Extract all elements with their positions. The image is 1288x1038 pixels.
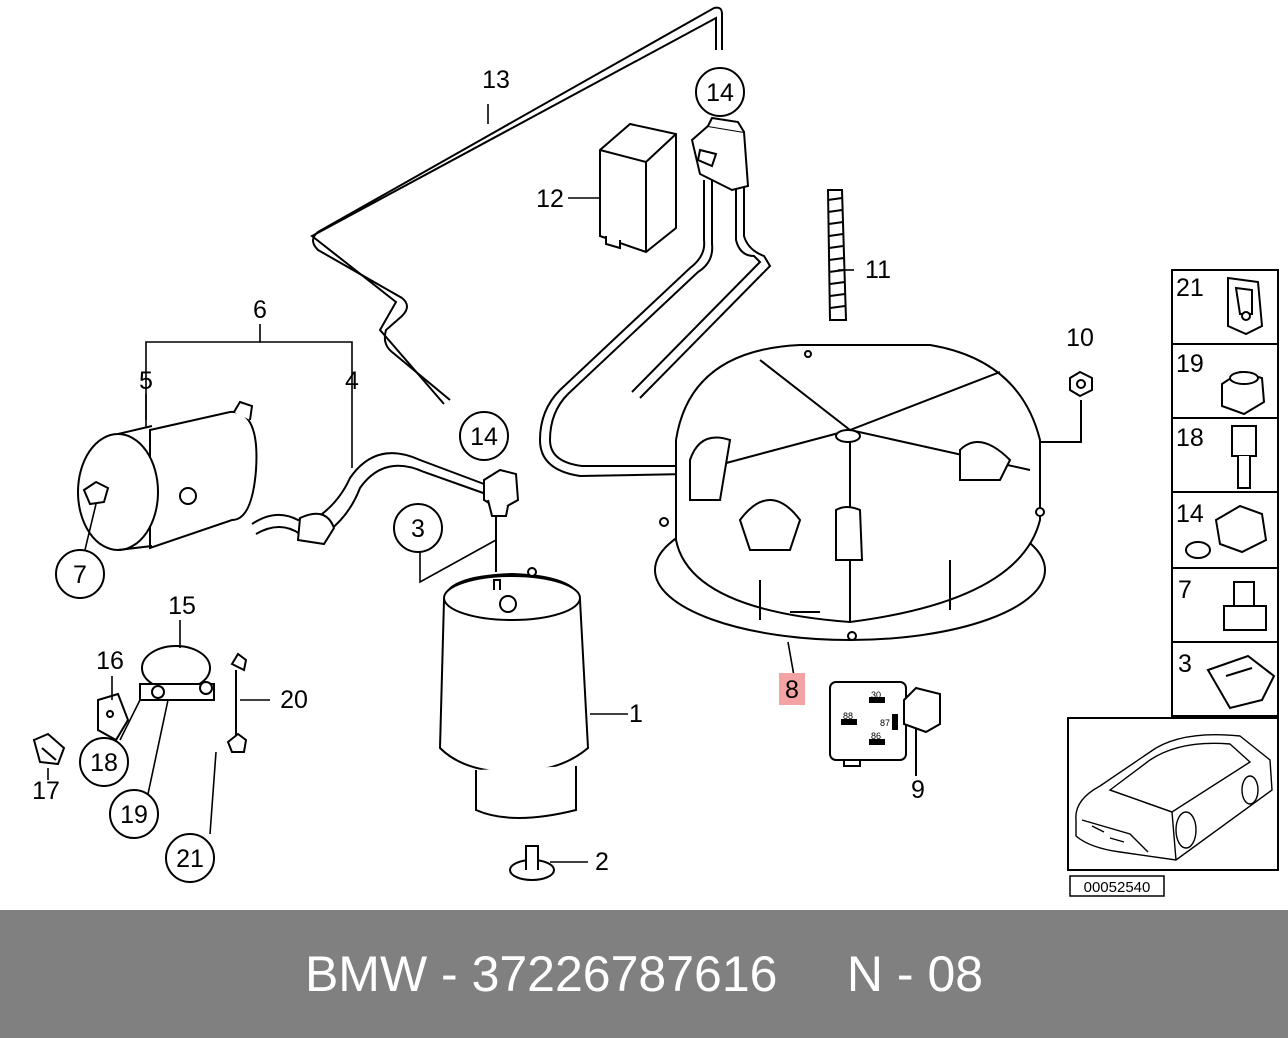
callout-10: 10 xyxy=(1066,324,1094,352)
callout-1: 1 xyxy=(629,700,643,728)
callout-9: 9 xyxy=(911,776,925,804)
legend-labels: 21 19 18 14 7 3 xyxy=(1176,274,1204,678)
callout-circles xyxy=(55,67,745,883)
air-line-13 xyxy=(310,6,723,405)
highlight-8 xyxy=(779,673,805,705)
callout-20: 20 xyxy=(280,686,308,714)
nut-10 xyxy=(1040,370,1093,443)
air-spring-1 xyxy=(438,567,590,819)
callout-21: 21 xyxy=(176,845,204,873)
legend-panel xyxy=(1171,269,1279,717)
car-thumbnail xyxy=(1067,717,1279,871)
callout-19: 19 xyxy=(120,801,148,829)
legend-21: 21 xyxy=(1176,274,1204,302)
relay-9 xyxy=(829,681,941,776)
control-module-12 xyxy=(599,122,677,254)
legend-18: 18 xyxy=(1176,424,1204,452)
callout-14a: 14 xyxy=(706,79,734,107)
callout-15: 15 xyxy=(168,592,196,620)
air-hose-4 xyxy=(251,452,487,546)
relay-pin-30: 30 xyxy=(871,690,881,700)
bolt-2 xyxy=(509,845,555,881)
footer-bar: BMW - 37226787616 N - 08 xyxy=(0,910,1288,1038)
hose-connector-4 xyxy=(483,468,520,572)
diagram-number-box xyxy=(1069,875,1165,897)
callout-2: 2 xyxy=(595,848,609,876)
relay-pin-86: 86 xyxy=(871,731,881,741)
callout-16: 16 xyxy=(96,647,124,675)
relay-pin-87: 87 xyxy=(880,718,890,728)
part-number-caption: BMW - 37226787616 N - 08 xyxy=(304,946,984,1002)
leader-lines xyxy=(47,104,917,863)
callout-4: 4 xyxy=(345,367,359,395)
compressor-cover-8 xyxy=(654,344,1046,641)
relay-pin-88: 88 xyxy=(843,711,853,721)
wiring-harness xyxy=(538,180,772,478)
height-sensor-15 xyxy=(32,645,248,766)
callout-8: 8 xyxy=(785,676,799,704)
parts-diagram: 13 14 12 11 6 5 4 10 14 3 7 15 16 8 20 1… xyxy=(32,6,1279,897)
threaded-rod-11 xyxy=(826,189,848,321)
legend-19: 19 xyxy=(1176,350,1204,378)
callout-5: 5 xyxy=(139,367,153,395)
legend-7: 7 xyxy=(1178,576,1192,604)
callout-17: 17 xyxy=(32,777,60,805)
callout-labels: 13 14 12 11 6 5 4 10 14 3 7 15 16 8 20 1… xyxy=(32,66,1094,876)
legend-14: 14 xyxy=(1176,500,1204,528)
legend-3: 3 xyxy=(1178,650,1192,678)
callout-11: 11 xyxy=(865,256,891,284)
callout-12: 12 xyxy=(536,185,564,213)
callout-3: 3 xyxy=(411,515,425,543)
callout-14b: 14 xyxy=(470,423,498,451)
plug-connector-top xyxy=(690,116,750,192)
callout-13: 13 xyxy=(482,66,510,94)
callout-7: 7 xyxy=(73,561,87,589)
diagram-number: 00052540 xyxy=(1084,879,1151,896)
callout-18: 18 xyxy=(90,749,118,777)
callout-6: 6 xyxy=(253,296,267,324)
pressure-reservoir-5 xyxy=(77,400,258,551)
relay-pin-labels: 30 88 87 86 xyxy=(843,690,890,741)
